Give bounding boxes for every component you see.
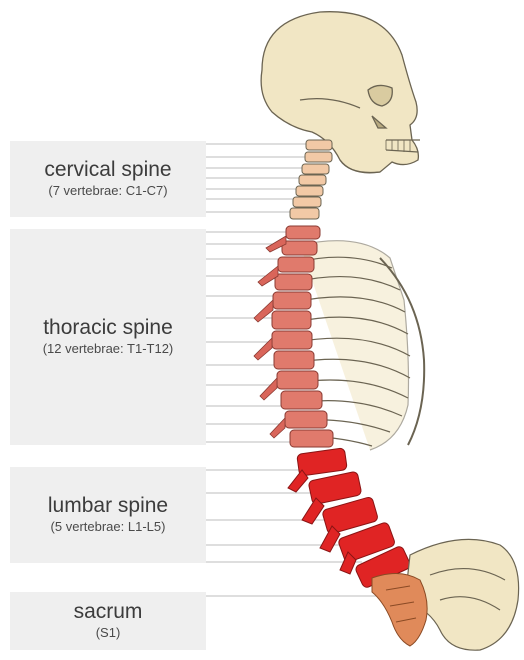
vertebra-t9 xyxy=(277,371,318,389)
vertebra-t11 xyxy=(285,411,327,428)
vertebra-t8 xyxy=(274,351,314,369)
vertebra-t12 xyxy=(290,430,333,447)
cervical-spine-label: cervical spine (7 vertebrae: C1-C7) xyxy=(10,141,206,217)
thoracic-spine-title: thoracic spine xyxy=(43,316,173,340)
lumbar-vertebrae xyxy=(288,448,412,589)
vertebra-c3 xyxy=(302,164,329,174)
vertebra-t10 xyxy=(281,391,322,409)
sacrum-bone xyxy=(372,573,427,646)
cervical-spine-subtitle: (7 vertebrae: C1-C7) xyxy=(48,182,167,200)
vertebra-l1 xyxy=(297,448,348,476)
vertebra-t2 xyxy=(282,241,317,255)
vertebra-s1 xyxy=(372,573,427,646)
sacrum-subtitle: (S1) xyxy=(96,624,121,642)
vertebra-t1 xyxy=(286,226,320,239)
vertebra-t4 xyxy=(275,274,312,290)
lumbar-spine-label: lumbar spine (5 vertebrae: L1-L5) xyxy=(10,467,206,563)
thoracic-spine-subtitle: (12 vertebrae: T1-T12) xyxy=(43,340,174,358)
thoracic-spine-label: thoracic spine (12 vertebrae: T1-T12) xyxy=(10,229,206,445)
vertebra-c4 xyxy=(299,175,326,185)
vertebra-t7 xyxy=(272,331,312,349)
cervical-spine-title: cervical spine xyxy=(44,158,171,182)
vertebra-c2 xyxy=(305,152,332,162)
vertebra-c7 xyxy=(290,208,319,219)
cervical-vertebrae xyxy=(290,140,332,219)
skull xyxy=(261,12,420,173)
vertebra-t3 xyxy=(278,257,314,272)
sacrum-label: sacrum (S1) xyxy=(10,592,206,650)
vertebra-t6 xyxy=(272,311,311,329)
sacrum-title: sacrum xyxy=(74,600,143,624)
vertebra-t5 xyxy=(273,292,311,309)
vertebra-c1 xyxy=(306,140,332,150)
vertebra-c6 xyxy=(293,197,321,207)
lumbar-spine-title: lumbar spine xyxy=(48,494,168,518)
lumbar-spine-subtitle: (5 vertebrae: L1-L5) xyxy=(51,518,166,536)
vertebra-c5 xyxy=(296,186,323,196)
